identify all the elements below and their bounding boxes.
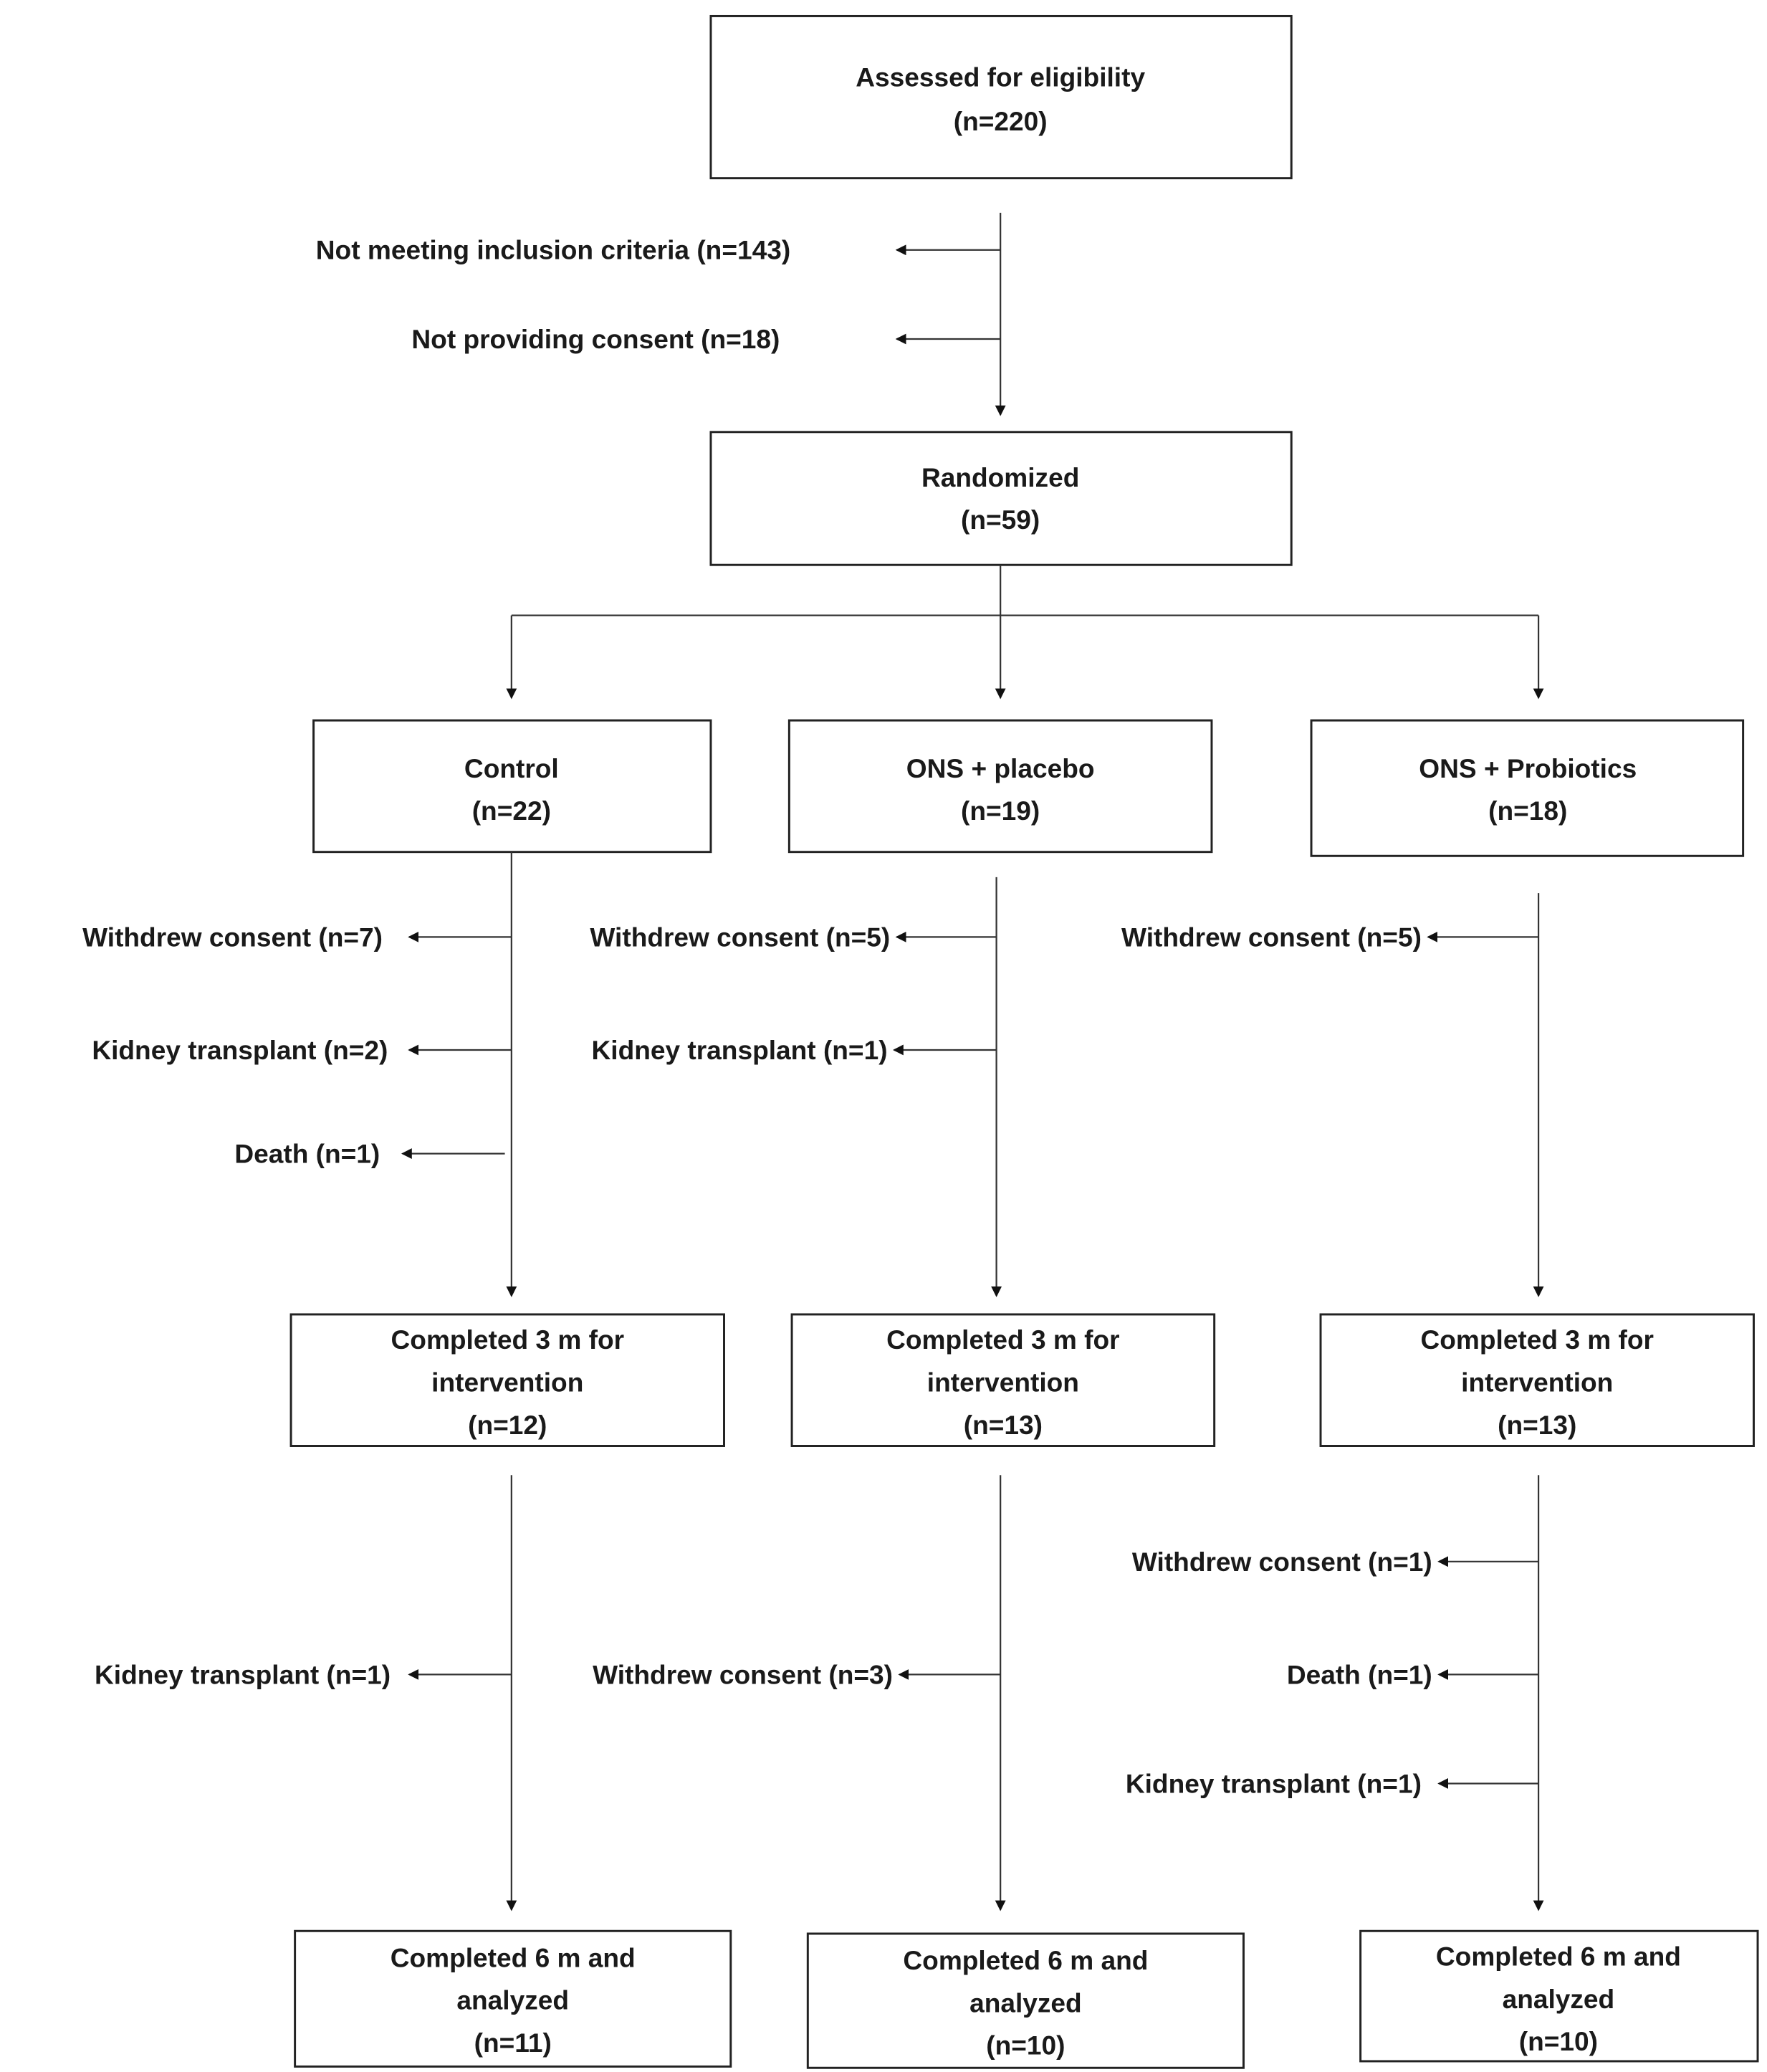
arm-label: ONS + Probiotics — [1419, 753, 1637, 783]
placebo-arm-box: ONS + placebo (n=19) — [787, 719, 1213, 854]
assessed-box: Assessed for eligibility (n=220) — [709, 14, 1293, 180]
box-line: Completed 6 m and — [1436, 1941, 1681, 1971]
arm-count: (n=19) — [961, 796, 1040, 826]
loss-label: Withdrew consent (n=5) — [1121, 922, 1422, 952]
box-line: Completed 6 m and — [391, 1942, 636, 1972]
excluded-inclusion-criteria: Not meeting inclusion criteria (n=143) — [316, 235, 790, 265]
placebo-6m-box: Completed 6 m and analyzed (n=10) — [806, 1932, 1245, 2069]
loss-label: Death (n=1) — [1287, 1659, 1432, 1689]
box-count: (n=13) — [1498, 1410, 1576, 1440]
loss-label: Withdrew consent (n=7) — [82, 922, 383, 952]
probiotics-arm-box: ONS + Probiotics (n=18) — [1310, 719, 1745, 857]
box-line: analyzed — [456, 1985, 569, 2015]
placebo-3m-box: Completed 3 m for intervention (n=13) — [790, 1313, 1216, 1447]
probiotics-3m-box: Completed 3 m for intervention (n=13) — [1319, 1313, 1755, 1447]
randomized-box: Randomized (n=59) — [709, 431, 1293, 566]
probiotics-6m-box: Completed 6 m and analyzed (n=10) — [1359, 1929, 1759, 2063]
box-line: Completed 3 m for — [391, 1324, 625, 1355]
arm-label: ONS + placebo — [906, 753, 1095, 783]
control-arm-box: Control (n=22) — [312, 719, 712, 854]
assessed-count: (n=220) — [954, 106, 1048, 136]
box-count: (n=10) — [1519, 2026, 1598, 2056]
loss-label: Withdrew consent (n=3) — [593, 1659, 893, 1689]
box-line: intervention — [431, 1367, 583, 1397]
arm-label: Control — [464, 753, 559, 783]
loss-label: Kidney transplant (n=1) — [1126, 1768, 1422, 1798]
assessed-label: Assessed for eligibility — [856, 62, 1145, 92]
box-line: analyzed — [1503, 1984, 1615, 2014]
arm-count: (n=18) — [1488, 796, 1567, 826]
loss-label: Kidney transplant (n=1) — [95, 1659, 391, 1689]
box-count: (n=11) — [474, 2028, 552, 2058]
randomized-label: Randomized — [921, 462, 1079, 492]
loss-label: Death (n=1) — [234, 1139, 380, 1169]
excluded-no-consent: Not providing consent (n=18) — [411, 324, 780, 354]
control-6m-box: Completed 6 m and analyzed (n=11) — [294, 1929, 732, 2068]
box-line: intervention — [1461, 1367, 1613, 1397]
loss-label: Kidney transplant (n=2) — [92, 1035, 388, 1065]
arm-count: (n=22) — [472, 796, 551, 826]
loss-label: Withdrew consent (n=1) — [1132, 1547, 1432, 1577]
box-count: (n=13) — [964, 1410, 1043, 1440]
box-count: (n=12) — [468, 1410, 547, 1440]
control-3m-box: Completed 3 m for intervention (n=12) — [289, 1313, 725, 1447]
randomized-count: (n=59) — [961, 505, 1040, 535]
box-line: Completed 3 m for — [886, 1324, 1120, 1355]
loss-label: Withdrew consent (n=5) — [590, 922, 890, 952]
box-line: analyzed — [969, 1987, 1082, 2018]
box-line: Completed 6 m and — [903, 1945, 1148, 1975]
loss-label: Kidney transplant (n=1) — [591, 1035, 887, 1065]
box-line: intervention — [927, 1367, 1079, 1397]
box-count: (n=10) — [986, 2030, 1065, 2061]
box-line: Completed 3 m for — [1420, 1324, 1654, 1355]
